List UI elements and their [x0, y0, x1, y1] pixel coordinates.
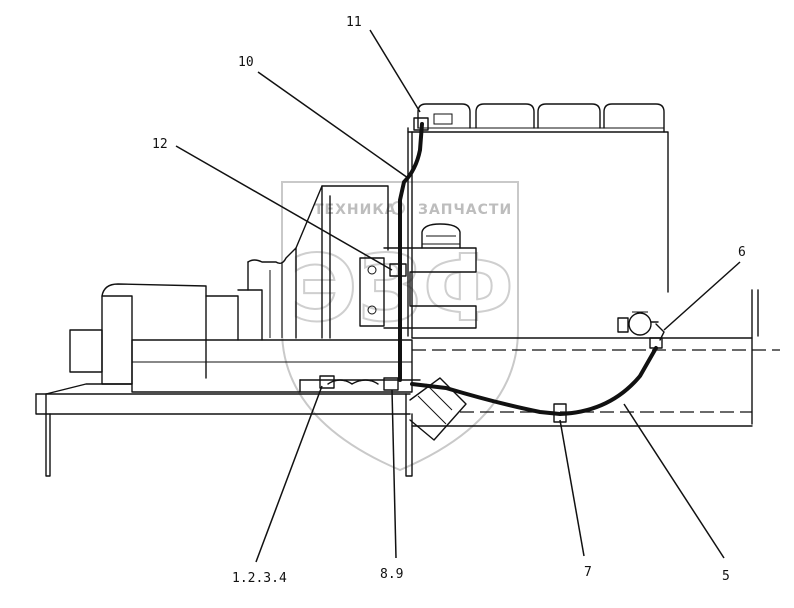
callout-6: 6 [738, 245, 746, 260]
callout-8-9: 8.9 [380, 567, 403, 582]
fitting-11 [413, 117, 429, 131]
callout-12: 12 [152, 137, 168, 152]
callout-11: 11 [346, 15, 362, 30]
frame-right [411, 289, 780, 427]
callout-10: 10 [238, 55, 254, 70]
valve [617, 311, 659, 336]
leader-lines [175, 29, 741, 563]
callout-1-2-3-4: 1.2.3.4 [232, 571, 287, 586]
hoses [398, 117, 665, 423]
fitting-6 [649, 337, 663, 349]
callout-labels: 11 10 12 6 1.2.3.4 8.9 7 5 [152, 15, 746, 586]
hose-5 [410, 346, 658, 416]
callout-7: 7 [584, 565, 592, 580]
base-frame [35, 339, 467, 477]
watermark-text-left: ТЕХНИКА [314, 202, 397, 218]
callout-5: 5 [722, 569, 730, 584]
watermark-text-right: ЗАПЧАСТИ [418, 202, 512, 218]
motor-assembly [69, 185, 389, 385]
battery-box [407, 103, 669, 339]
watermark-shield [281, 181, 519, 472]
hose-10 [398, 122, 424, 382]
